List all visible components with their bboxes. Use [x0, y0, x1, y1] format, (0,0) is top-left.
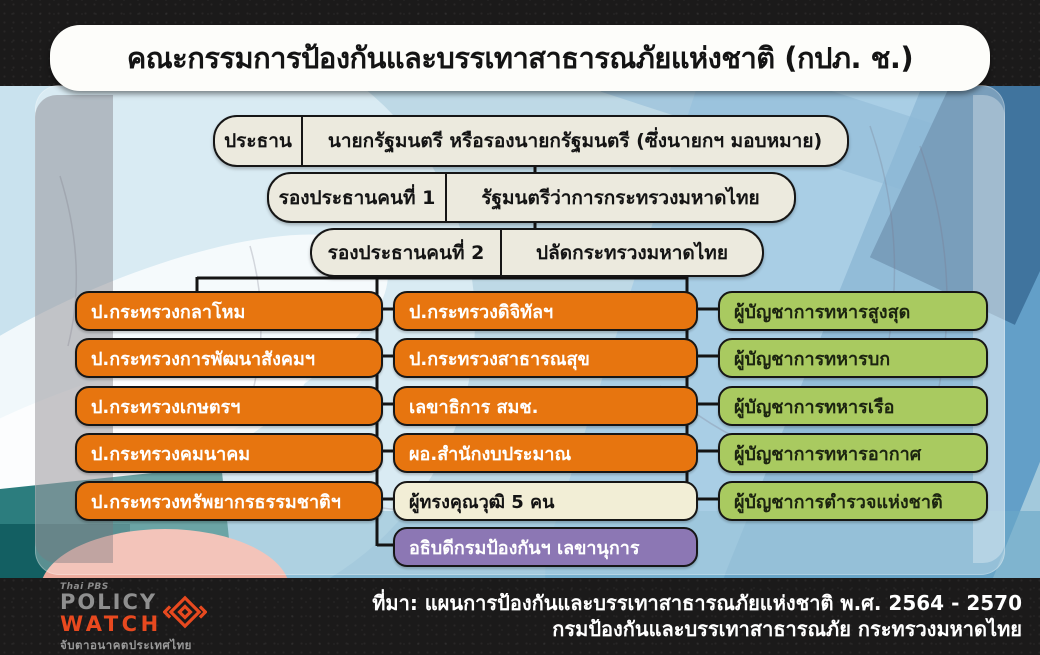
policy-watch-logo: Thai PBS POLICY WATCH จับตาอนาคตประเทศไท…: [60, 582, 280, 652]
org-box-left-3: ป.กระทรวงเกษตรฯ: [75, 386, 383, 426]
source-line-2: กรมป้องกันและบรรเทาสาธารณภัย กระทรวงมหาด…: [552, 617, 1022, 641]
org-box-right-3: ผู้บัญชาการทหารเรือ: [718, 386, 988, 426]
org-box-right-5: ผู้บัญชาการตำรวจแห่งชาติ: [718, 481, 988, 521]
org-box-secretary: อธิบดีกรมป้องกันฯ เลขานุการ: [393, 527, 698, 567]
source-note: ที่มา: แผนการป้องกันและบรรเทาสาธารณภัยแห…: [372, 590, 1022, 642]
vice-chair-2-row: รองประธานคนที่ 2 ปลัดกระทรวงมหาดไทย: [310, 228, 764, 277]
org-box-right-2: ผู้บัญชาการทหารบก: [718, 338, 988, 378]
org-box-middle-2: ป.กระทรวงสาธารณสุข: [393, 338, 698, 378]
policy-watch-diamond-icon: [163, 595, 207, 629]
org-box-middle-4: ผอ.สำนักงบประมาณ: [393, 433, 698, 473]
logo-watch-text: WATCH: [60, 612, 162, 636]
org-box-experts: ผู้ทรงคุณวุฒิ 5 คน: [393, 481, 698, 521]
vice-chair-2-value: ปลัดกระทรวงมหาดไทย: [500, 230, 762, 275]
logo-policy-text: POLICY: [60, 590, 158, 614]
org-box-left-5: ป.กระทรวงทรัพยากรธรรมชาติฯ: [75, 481, 383, 521]
title-banner: คณะกรรมการป้องกันและบรรเทาสาธารณภัยแห่งช…: [50, 25, 990, 91]
org-box-right-1: ผู้บัญชาการทหารสูงสุด: [718, 291, 988, 331]
thai-pbs-label: Thai PBS: [60, 582, 109, 592]
org-box-left-1: ป.กระทรวงกลาโหม: [75, 291, 383, 331]
chair-value: นายกรัฐมนตรี หรือรองนายกรัฐมนตรี (ซึ่งนา…: [301, 117, 847, 165]
org-box-middle-3: เลขาธิการ สมช.: [393, 386, 698, 426]
org-box-left-2: ป.กระทรวงการพัฒนาสังคมฯ: [75, 338, 383, 378]
chair-label: ประธาน: [224, 130, 292, 152]
vice-chair-1-row: รองประธานคนที่ 1 รัฐมนตรีว่าการกระทรวงมห…: [267, 172, 796, 223]
chair-row: ประธาน นายกรัฐมนตรี หรือรองนายกรัฐมนตรี …: [213, 115, 849, 167]
vice-chair-1-value: รัฐมนตรีว่าการกระทรวงมหาดไทย: [445, 174, 794, 221]
source-line-1: ที่มา: แผนการป้องกันและบรรเทาสาธารณภัยแห…: [372, 591, 1022, 615]
logo-tagline: จับตาอนาคตประเทศไทย: [60, 638, 192, 652]
vice-chair-1-label: รองประธานคนที่ 1: [278, 186, 436, 209]
page-title: คณะกรรมการป้องกันและบรรเทาสาธารณภัยแห่งช…: [126, 41, 914, 75]
org-box-middle-1: ป.กระทรวงดิจิทัลฯ: [393, 291, 698, 331]
vice-chair-2-label: รองประธานคนที่ 2: [327, 241, 485, 264]
org-box-left-4: ป.กระทรวงคมนาคม: [75, 433, 383, 473]
org-box-right-4: ผู้บัญชาการทหารอากาศ: [718, 433, 988, 473]
